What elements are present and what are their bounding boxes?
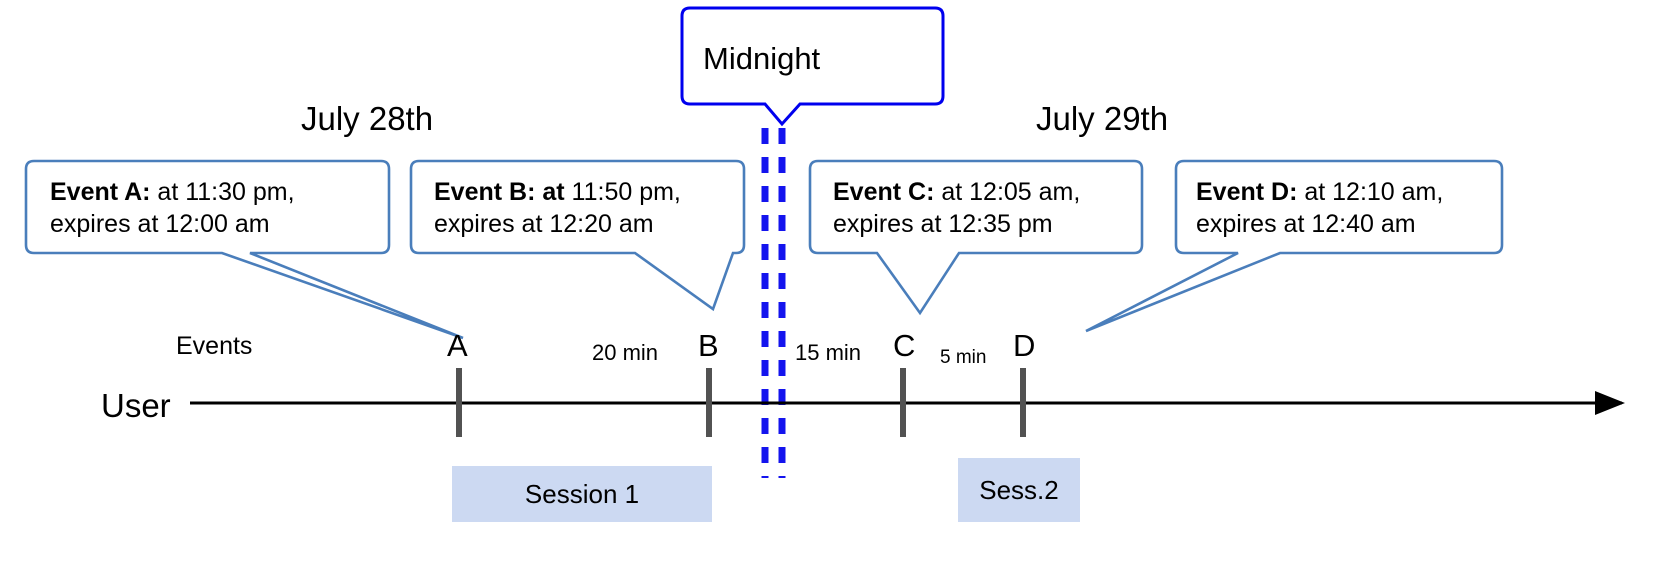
- session-box-2: Sess.2: [958, 458, 1080, 522]
- gap-label-20-min: 20 min: [592, 340, 659, 365]
- event-a-callout-text: Event A: at 11:30 pm, expires at 12:00 a…: [50, 176, 295, 240]
- row-label-events: Events: [176, 332, 253, 360]
- date-header-july-28: July 28th: [301, 100, 434, 137]
- marker-label-d: D: [1013, 328, 1036, 363]
- midnight-label: Midnight: [703, 41, 821, 76]
- event-b-callout-shape: [409, 159, 746, 312]
- event-c-callout-shape: [808, 159, 1144, 316]
- event-d-callout-shape: [1085, 159, 1504, 333]
- event-b-line1-rest: 11:50 pm,: [564, 178, 681, 206]
- event-d-callout-text: Event D: at 12:10 am, expires at 12:40 a…: [1196, 176, 1443, 240]
- event-c-callout-text: Event C: at 12:05 am, expires at 12:35 p…: [833, 176, 1080, 240]
- date-header-july-29: July 29th: [1036, 100, 1169, 137]
- event-a-line1-rest: at 11:30 pm,: [150, 178, 295, 206]
- marker-label-b: B: [698, 328, 719, 363]
- session-box-1: Session 1: [452, 466, 712, 522]
- event-a-line2: expires at 12:00 am: [50, 210, 270, 238]
- row-label-user: User: [101, 387, 171, 424]
- event-b-bold: Event B: at: [434, 178, 565, 206]
- event-c-bold: Event C:: [833, 178, 935, 206]
- event-b-line2: expires at 12:20 am: [434, 210, 654, 238]
- event-b-callout-text: Event B: at 11:50 pm, expires at 12:20 a…: [434, 176, 681, 240]
- event-d-line2: expires at 12:40 am: [1196, 210, 1416, 238]
- midnight-callout-shape: [680, 6, 945, 127]
- event-a-callout-shape: [24, 159, 464, 340]
- marker-label-c: C: [893, 328, 916, 363]
- event-d-line1-rest: at 12:10 am,: [1297, 178, 1444, 206]
- gap-label-15-min: 15 min: [795, 340, 862, 365]
- marker-label-a: A: [447, 328, 468, 363]
- event-c-line2: expires at 12:35 pm: [833, 210, 1053, 238]
- event-a-bold: Event A:: [50, 178, 151, 206]
- gap-label-5-min: 5 min: [940, 347, 987, 368]
- event-d-bold: Event D:: [1196, 178, 1298, 206]
- event-c-line1-rest: at 12:05 am,: [934, 178, 1081, 206]
